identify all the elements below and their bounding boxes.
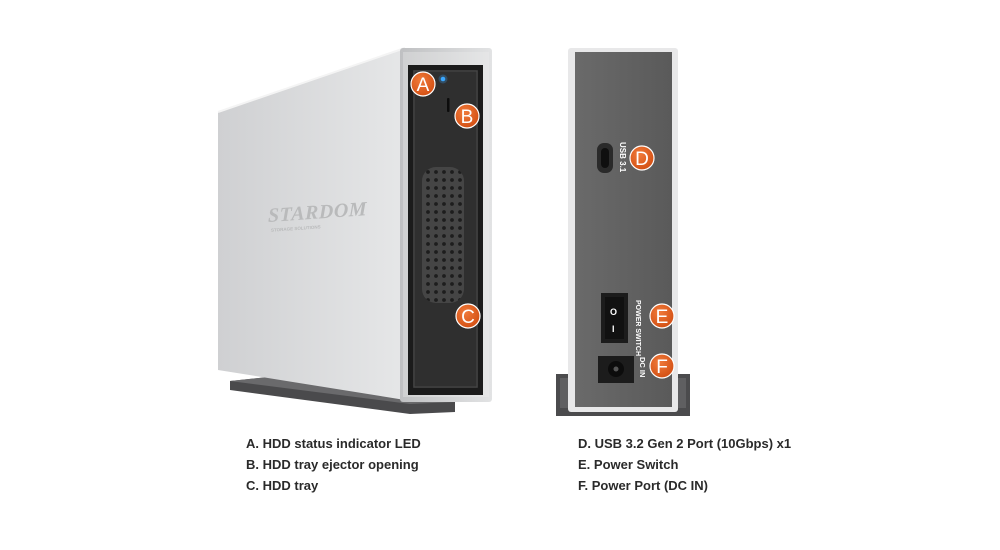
power-switch-off-mark: O <box>610 307 617 317</box>
legend-left: A. HDD status indicator LED B. HDD tray … <box>246 433 421 496</box>
legend-item-f: F. Power Port (DC IN) <box>578 478 709 493</box>
power-switch-label: POWER SWITCH <box>634 300 641 356</box>
enclosure-front-view: STARDOM STORAGE SOLUTIONS <box>217 47 492 414</box>
status-led-icon <box>440 76 446 82</box>
marker-e: E <box>649 303 675 329</box>
enclosure-rear-view: USB 3.1 O I POWER SWITCH DC IN <box>556 48 690 416</box>
tray-ejector-slot <box>447 98 450 112</box>
brand-subtext: STORAGE SOLUTIONS <box>271 224 321 232</box>
power-switch-on-mark: I <box>612 324 615 334</box>
tray-vent-grille <box>422 167 464 303</box>
marker-a-label: A <box>417 75 430 96</box>
marker-e-label: E <box>656 307 669 328</box>
product-scene: STARDOM STORAGE SOLUTIONS USB 3.1 O I PO… <box>217 47 690 416</box>
marker-a: A <box>410 71 436 97</box>
marker-f: F <box>649 353 675 379</box>
marker-d: D <box>629 145 655 171</box>
marker-f-label: F <box>656 357 668 378</box>
legend-right: D. USB 3.2 Gen 2 Port (10Gbps) x1 E. Pow… <box>578 433 791 496</box>
legend-item-b: B. HDD tray ejector opening <box>246 457 419 472</box>
marker-b: B <box>454 103 480 129</box>
usb-port-label: USB 3.1 <box>618 142 627 173</box>
marker-c-label: C <box>461 307 475 328</box>
legend-item-d: D. USB 3.2 Gen 2 Port (10Gbps) x1 <box>578 436 792 451</box>
dc-in-label: DC IN <box>638 357 647 377</box>
marker-b-label: B <box>461 107 474 128</box>
stardom-logo: STARDOM STORAGE SOLUTIONS <box>268 198 368 233</box>
marker-c: C <box>455 303 481 329</box>
legend-item-a: A. HDD status indicator LED <box>246 436 421 451</box>
legend-item-c: C. HDD tray <box>246 478 319 493</box>
enclosure-side-panel <box>218 48 405 400</box>
marker-d-label: D <box>635 149 649 170</box>
legend-item-e: E. Power Switch <box>578 457 679 472</box>
rear-panel <box>575 52 672 407</box>
